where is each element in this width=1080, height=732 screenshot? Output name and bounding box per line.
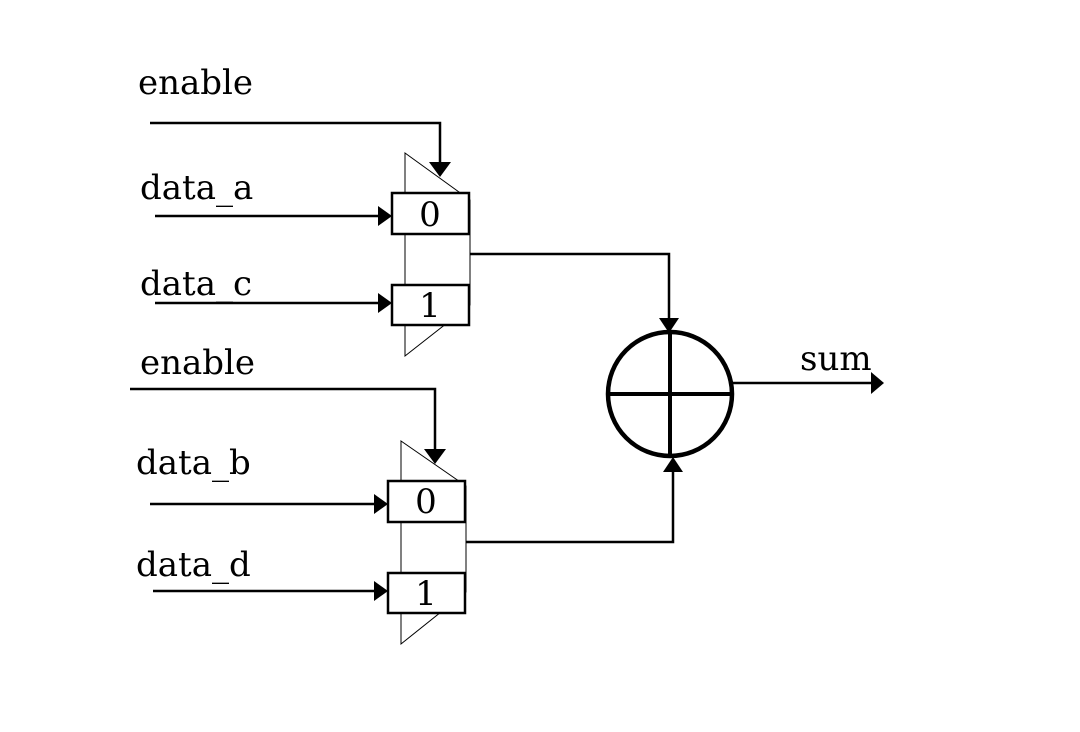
mux-top: 0 1 <box>150 121 679 358</box>
mux-top-port-1-label: 1 <box>419 286 441 326</box>
mux-top-port-1-box <box>390 283 471 327</box>
mux-top-port-0-box <box>390 191 471 236</box>
sum-label: sum <box>800 339 872 379</box>
mux-top-output-arrowhead <box>659 318 679 333</box>
data-d-label: data_d <box>136 545 251 585</box>
mux-bottom: 0 1 <box>130 387 683 646</box>
mux-bottom-port-1-label: 1 <box>415 574 437 614</box>
mux-top-select-arrowhead <box>429 162 451 177</box>
mux-bottom-select-arrowhead <box>424 449 446 464</box>
data-a-arrowhead <box>378 206 392 226</box>
mux-bottom-port-0-label: 0 <box>415 482 437 522</box>
data-a-label: data_a <box>140 168 253 208</box>
data-b-label: data_b <box>136 443 251 483</box>
mux-bottom-select-wire <box>130 387 437 451</box>
mux-bottom-output-arrowhead <box>663 457 683 472</box>
data-c-arrowhead <box>378 293 392 313</box>
data-b-arrowhead <box>374 494 388 514</box>
mux-top-select-wire <box>150 121 442 164</box>
mux-top-port-0-label: 0 <box>419 195 441 235</box>
mux-bottom-port-1-box <box>386 571 467 615</box>
mux-bottom-select-label: enable <box>140 343 255 383</box>
mux-bottom-port-0-box <box>386 479 467 524</box>
adder-circle-plus-icon <box>605 329 735 459</box>
data-c-label: data_c <box>140 264 252 304</box>
data-d-arrowhead <box>374 581 388 601</box>
mux-top-output-wire <box>470 252 671 320</box>
mux-top-select-label: enable <box>138 63 253 103</box>
mux-bottom-output-wire <box>466 470 675 544</box>
sum-arrowhead <box>871 372 884 394</box>
